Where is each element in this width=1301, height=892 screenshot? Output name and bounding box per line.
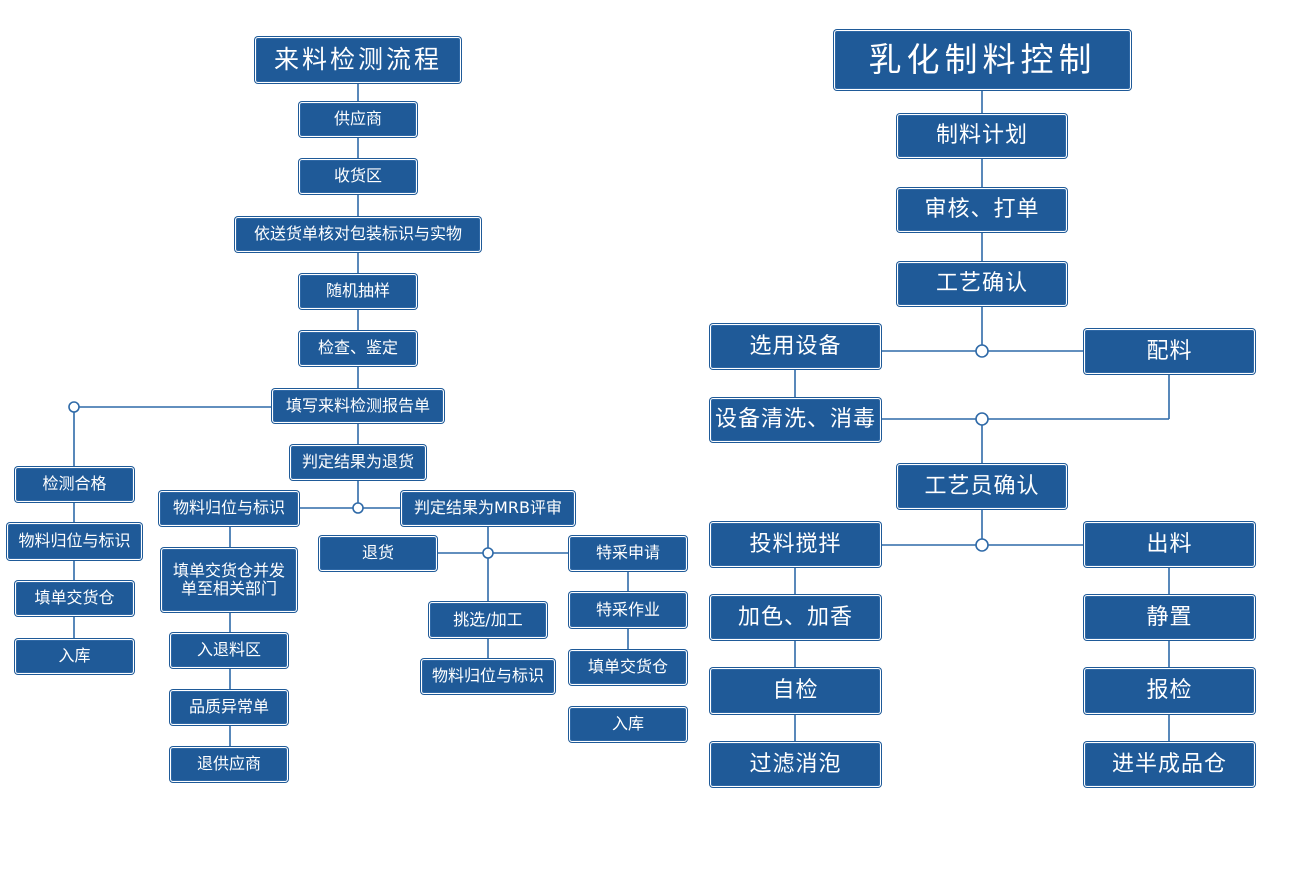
junction-node bbox=[975, 344, 989, 358]
random-sampling-node: 随机抽样 bbox=[300, 275, 416, 308]
junction-node bbox=[68, 401, 80, 413]
pass-warehousing-node: 入库 bbox=[16, 640, 133, 673]
mrb-warehousing-node: 入库 bbox=[570, 708, 686, 741]
junction-node bbox=[975, 538, 989, 552]
right-flow-title: 乳化制料控制 bbox=[835, 31, 1130, 89]
feed-mix-node: 投料搅拌 bbox=[711, 523, 880, 566]
semi-finished-store-node: 进半成品仓 bbox=[1085, 743, 1254, 786]
verify-delivery-node: 依送货单核对包装标识与实物 bbox=[236, 218, 480, 251]
mrb-place-label-node: 物料归位与标识 bbox=[422, 660, 554, 693]
return-fill-delivery-node: 填单交货仓并发单至相关部门 bbox=[162, 549, 296, 611]
stand-node: 静置 bbox=[1085, 596, 1254, 639]
batching-node: 配料 bbox=[1085, 330, 1254, 373]
filter-defoam-node: 过滤消泡 bbox=[711, 743, 880, 786]
fill-report-node: 填写来料检测报告单 bbox=[273, 390, 443, 422]
select-equipment-node: 选用设备 bbox=[711, 325, 880, 368]
junction-node bbox=[352, 502, 364, 514]
junction-node bbox=[975, 412, 989, 426]
plan-node: 制料计划 bbox=[898, 115, 1066, 157]
left-flow-title: 来料检测流程 bbox=[256, 38, 460, 82]
special-apply-node: 特采申请 bbox=[570, 537, 686, 570]
mrb-return-goods-node: 退货 bbox=[320, 537, 436, 570]
quality-abnormal-node: 品质异常单 bbox=[171, 691, 287, 724]
supplier-node: 供应商 bbox=[300, 103, 416, 136]
mrb-select-process-node: 挑选/加工 bbox=[430, 603, 546, 637]
mrb-fill-delivery-node: 填单交货仓 bbox=[570, 651, 686, 684]
receiving-area-node: 收货区 bbox=[300, 160, 416, 193]
pass-place-label-node: 物料归位与标识 bbox=[8, 524, 141, 559]
clean-disinfect-node: 设备清洗、消毒 bbox=[711, 399, 880, 441]
pass-fill-delivery-node: 填单交货仓 bbox=[16, 582, 133, 615]
return-area-node: 入退料区 bbox=[171, 634, 287, 667]
self-check-node: 自检 bbox=[711, 669, 880, 713]
process-confirm-node: 工艺确认 bbox=[898, 263, 1066, 305]
technician-confirm-node: 工艺员确认 bbox=[898, 465, 1066, 508]
qualified-node: 检测合格 bbox=[16, 468, 133, 501]
inspect-identify-node: 检查、鉴定 bbox=[300, 332, 416, 365]
return-supplier-node: 退供应商 bbox=[171, 748, 287, 781]
judge-mrb-node: 判定结果为MRB评审 bbox=[402, 492, 574, 525]
judge-return-node: 判定结果为退货 bbox=[291, 446, 425, 479]
report-inspect-node: 报检 bbox=[1085, 669, 1254, 713]
discharge-node: 出料 bbox=[1085, 523, 1254, 566]
review-print-node: 审核、打单 bbox=[898, 189, 1066, 231]
add-color-flavor-node: 加色、加香 bbox=[711, 596, 880, 639]
special-operation-node: 特采作业 bbox=[570, 593, 686, 627]
return-place-label-node: 物料归位与标识 bbox=[160, 492, 298, 525]
junction-node bbox=[482, 547, 494, 559]
